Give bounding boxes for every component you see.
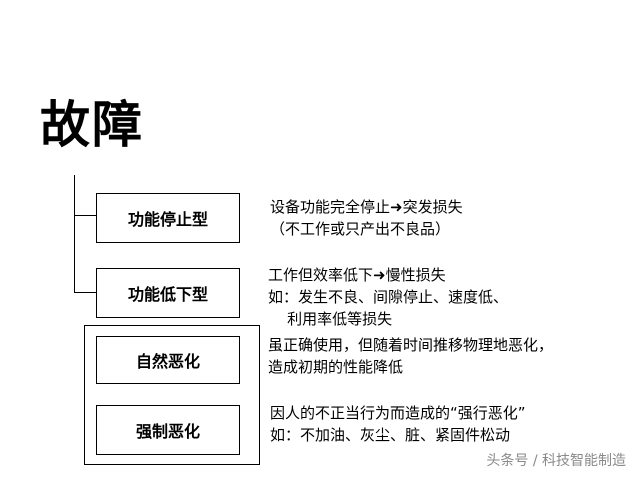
desc-line: 如：发生不良、间隙停止、速度低、 [268, 288, 509, 306]
desc-line: 如：不加油、灰尘、脏、紧固件松动 [270, 426, 511, 444]
watermark: 头条号 / 科技智能制造 [486, 453, 626, 469]
node-label: 功能低下型 [127, 285, 208, 304]
node-function-stop: 功能停止型 [96, 193, 240, 243]
node-label: 强制恶化 [135, 422, 200, 441]
branch-line-2 [74, 292, 96, 293]
node-label: 自然恶化 [135, 352, 200, 371]
node-function-decline: 功能低下型 [96, 268, 240, 318]
desc-line: 造成初期的性能降低 [268, 358, 404, 376]
node-label: 功能停止型 [127, 210, 208, 229]
desc-line: 工作但效率低下➜慢性损失 [268, 266, 446, 284]
node-natural-deterioration: 自然恶化 [96, 336, 240, 384]
deterioration-group-frame [84, 325, 260, 465]
node-forced-deterioration: 强制恶化 [96, 405, 240, 455]
tree-trunk-line [74, 175, 75, 292]
branch-line-1 [74, 215, 96, 216]
desc-line: 设备功能完全停止➜突发损失 [270, 198, 463, 216]
desc-line: 因人的不正当行为而造成的“强行恶化” [270, 404, 526, 422]
desc-function-decline: 工作但效率低下➜慢性损失 如：发生不良、间隙停止、速度低、 利用率低等损失 [268, 264, 508, 330]
desc-line: （不工作或只产出不良品） [270, 220, 451, 238]
desc-line: 虽正确使用，但随着时间推移物理地恶化， [268, 336, 554, 354]
desc-forced-deterioration: 因人的不正当行为而造成的“强行恶化” 如：不加油、灰尘、脏、紧固件松动 [270, 402, 526, 446]
desc-natural-deterioration: 虽正确使用，但随着时间推移物理地恶化， 造成初期的性能降低 [268, 334, 553, 378]
desc-function-stop: 设备功能完全停止➜突发损失 （不工作或只产出不良品） [270, 196, 463, 240]
desc-line: 利用率低等损失 [268, 310, 393, 328]
page-title: 故障 [40, 96, 144, 154]
